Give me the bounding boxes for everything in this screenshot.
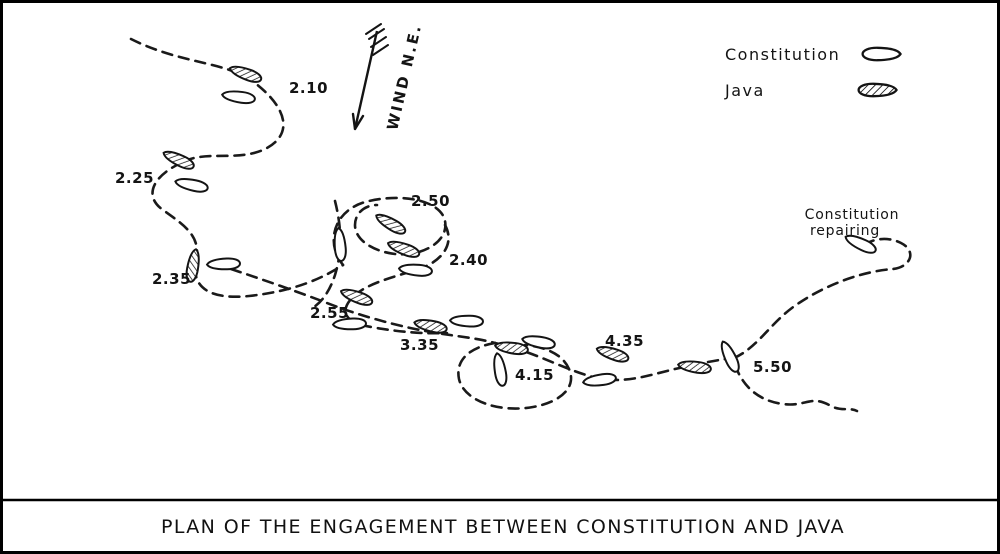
ship-constitution	[173, 175, 210, 195]
ship-constitution	[490, 351, 510, 388]
annotation-line-2: repairing	[810, 223, 880, 239]
ship-java	[372, 209, 409, 238]
track-segment	[332, 196, 447, 267]
time-label: 2.10	[289, 79, 328, 97]
java-swatch-icon	[857, 82, 898, 98]
constitution-hull-icon	[490, 351, 510, 388]
constitution-hull-icon	[173, 175, 210, 195]
ship-constitution	[205, 257, 242, 271]
ships-layer	[160, 62, 879, 389]
legend: Constitution Java	[724, 45, 902, 100]
time-label: 4.15	[515, 366, 554, 384]
java-hull-icon	[227, 62, 264, 86]
legend-label-constitution: Constitution	[725, 45, 840, 64]
java-hull-icon	[372, 209, 409, 238]
track-segment	[309, 199, 342, 311]
java-hull-icon	[676, 358, 713, 376]
time-label: 5.50	[753, 358, 792, 376]
wind-arrow-shaft	[353, 30, 379, 130]
constitution-hull-icon	[220, 88, 257, 106]
time-label: 4.35	[605, 332, 644, 350]
time-label: 2.40	[449, 251, 488, 269]
track-segment	[229, 267, 497, 345]
wind-label: WIND N.E.	[383, 22, 425, 132]
annotation-constitution-repairing: Constitution repairing	[805, 207, 900, 239]
time-labels-layer: 2.10 2.25 2.35 2.50 2.40 2.55 3.35 4.15 4.35 5.50	[115, 79, 792, 384]
constitution-hull-icon	[448, 314, 485, 328]
java-hull-icon	[493, 339, 530, 357]
wind-arrow: WIND N.E.	[351, 22, 425, 132]
ship-java	[493, 339, 530, 357]
ship-java	[160, 146, 197, 173]
annotation-line-1: Constitution	[805, 207, 900, 223]
time-label: 3.35	[400, 336, 439, 354]
ship-constitution	[220, 88, 257, 106]
ship-java	[676, 358, 713, 376]
java-hull-icon	[385, 237, 422, 261]
constitution-hull-icon	[205, 257, 242, 271]
constitution-swatch-icon	[861, 46, 902, 62]
track-segment	[733, 363, 859, 413]
java-hull-icon	[160, 146, 197, 173]
ship-java	[385, 237, 422, 261]
track-segment	[732, 237, 912, 360]
time-label: 2.35	[152, 270, 191, 288]
time-label: 2.55	[310, 304, 349, 322]
track-segment	[344, 223, 450, 335]
ship-constitution	[448, 314, 485, 328]
legend-label-java: Java	[724, 81, 765, 100]
wind-arrow-fletching-icon	[365, 23, 389, 56]
constitution-hull-icon	[581, 371, 618, 389]
time-label: 2.25	[115, 169, 154, 187]
engagement-plan-diagram: WIND N.E. Constitution Java Constitution…	[3, 22, 997, 538]
diagram-title: PLAN OF THE ENGAGEMENT BETWEEN CONSTITUT…	[161, 516, 845, 538]
time-label: 2.50	[411, 192, 450, 210]
ship-constitution	[332, 226, 348, 263]
ship-constitution	[581, 371, 618, 389]
track-segment	[129, 37, 285, 165]
constitution-hull-icon	[332, 226, 348, 263]
ship-java	[227, 62, 264, 86]
wind-arrowhead-icon	[351, 112, 365, 131]
track-segment	[457, 341, 573, 410]
